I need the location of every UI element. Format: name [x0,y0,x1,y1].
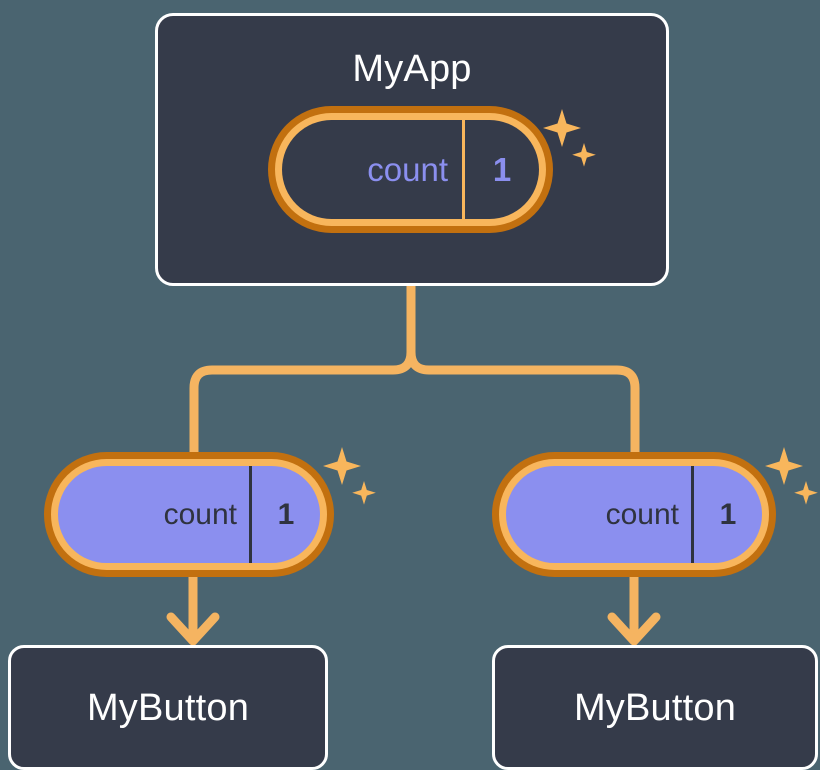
sparkle-large-icon [323,447,361,485]
state-pill-right[interactable]: count 1 [492,452,776,577]
mybutton-left-node[interactable]: MyButton [8,645,328,770]
myapp-title: MyApp [352,48,472,90]
state-pill-left-body: count 1 [58,466,320,563]
sparkle-large-icon [765,447,803,485]
state-pill-left-ring: count 1 [51,459,327,570]
sparkle-small-icon [794,481,818,505]
state-pill-root-ring: count 1 [275,113,546,226]
wire-to-right-child [406,347,640,457]
state-pill-left[interactable]: count 1 [44,452,334,577]
wire-right-arrowhead [607,612,661,646]
state-pill-root[interactable]: count 1 [268,106,553,233]
mybutton-right-node[interactable]: MyButton [492,645,818,770]
wire-left-arrowhead [166,612,220,646]
state-pill-right-body: count 1 [506,466,762,563]
state-pill-root-key: count [367,151,448,188]
mybutton-right-title: MyButton [573,686,737,729]
state-pill-right-key: count [605,497,679,531]
sparkle-small-icon [352,481,376,505]
state-pill-right-value: 1 [691,466,762,563]
state-pill-left-value: 1 [249,466,320,563]
state-pill-root-body: count 1 [282,120,539,219]
state-pill-left-key: count [163,497,237,531]
mybutton-left-title: MyButton [86,686,250,729]
state-pill-right-ring: count 1 [499,459,769,570]
wire-to-left-child [189,347,416,457]
state-pill-root-value: 1 [462,120,539,219]
